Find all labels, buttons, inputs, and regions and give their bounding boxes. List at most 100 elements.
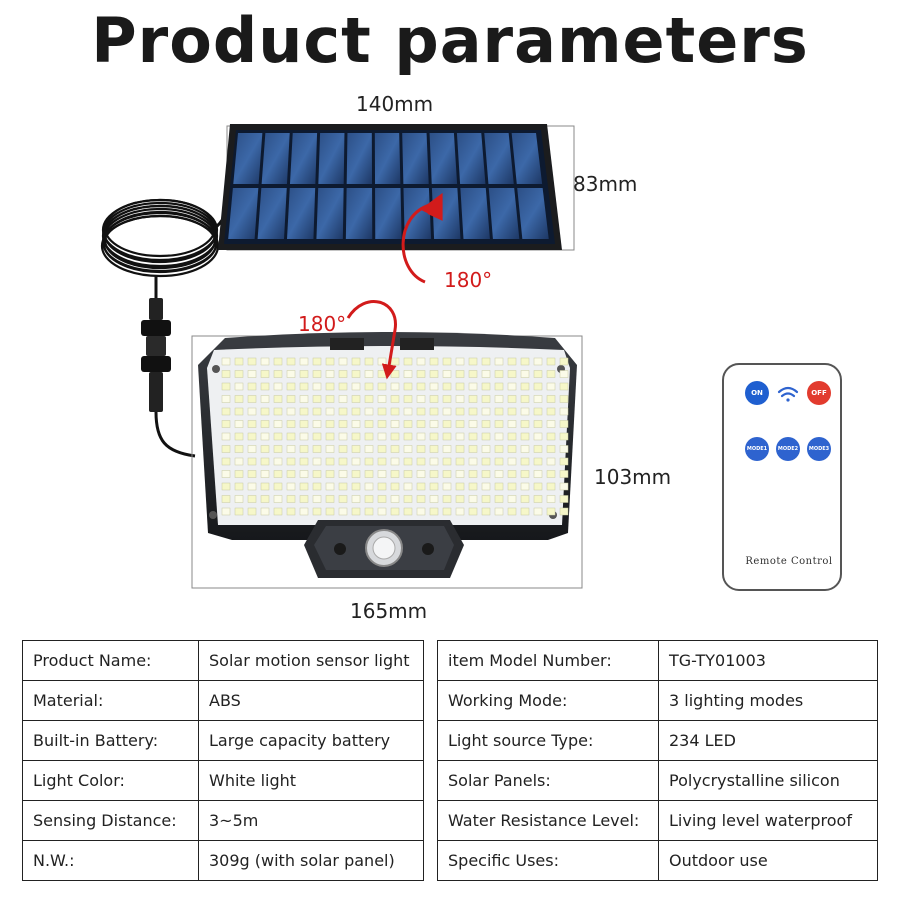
solar-cell [429,133,458,184]
led-chip [234,470,244,478]
led-chip [377,495,387,503]
led-chip [520,482,530,491]
led-chip [377,482,387,491]
led-chip [442,370,452,378]
table-row: Light source Type:234 LED [437,720,878,761]
led-chip [390,407,400,416]
led-chip [559,507,569,516]
spec-value: Living level waterproof [658,800,878,841]
led-chip [429,357,439,366]
led-chip [234,407,244,416]
led-chip [299,457,309,466]
led-chip [533,407,543,416]
led-chip [455,357,465,366]
led-chip [273,482,283,491]
led-chip [286,395,296,403]
led-chip [533,370,543,378]
led-chip [299,445,309,453]
led-chip [507,445,517,453]
led-chip [559,432,569,441]
spec-value: Polycrystalline silicon [658,760,878,801]
led-chip [377,382,387,391]
led-chip [520,507,530,516]
led-chip [546,457,556,466]
led-chip [273,432,283,441]
led-chip [351,482,361,491]
solar-cell [287,188,316,239]
led-chip [247,470,257,478]
led-chip [299,395,309,403]
led-chip [468,457,478,466]
led-chip [507,482,517,491]
led-chip [533,445,543,453]
table-row: Water Resistance Level:Living level wate… [437,800,878,841]
led-chip [507,407,517,416]
spec-value: 234 LED [658,720,878,761]
led-chip [481,495,491,503]
led-chip [299,470,309,478]
led-chip [533,457,543,466]
led-chip [377,357,387,366]
led-chip [403,457,413,466]
led-chip [221,370,231,378]
led-chip [442,457,452,466]
lamp-height-label: 103mm [594,465,672,489]
led-chip [442,470,452,478]
led-chip [390,445,400,453]
led-chip [468,357,478,366]
led-chip [221,507,231,516]
led-chip [351,470,361,478]
led-chip [559,482,569,491]
spec-key: Working Mode: [437,680,659,721]
led-chip [351,457,361,466]
led-chip [507,395,517,403]
led-chip [429,395,439,403]
led-chip [273,382,283,391]
led-chip [559,470,569,478]
solar-cell [456,133,486,184]
led-chip [377,420,387,428]
led-chip [546,445,556,453]
led-chip [455,470,465,478]
led-chip [325,382,335,391]
led-chip [403,357,413,366]
spec-value: TG-TY01003 [658,640,878,681]
led-chip [546,357,556,366]
led-chip [325,507,335,516]
led-chip [403,420,413,428]
solar-cell [402,133,429,184]
led-chip [546,395,556,403]
led-chip [416,457,426,466]
led-chip [403,432,413,441]
led-chip [533,482,543,491]
led-chip [429,370,439,378]
led-chip [429,420,439,428]
led-chip [286,370,296,378]
led-chip [507,382,517,391]
led-chip [299,370,309,378]
led-chip [338,495,348,503]
panel-rotation-label: 180° [444,268,493,292]
led-chip [273,495,283,503]
led-chip [286,457,296,466]
led-chip [546,470,556,478]
led-chip [403,470,413,478]
led-chip [533,470,543,478]
led-chip [351,357,361,366]
led-chip [481,507,491,516]
led-chip [507,507,517,516]
led-chip [221,445,231,453]
led-chip [455,407,465,416]
led-chip [338,432,348,441]
led-chip [351,445,361,453]
led-chip [481,357,491,366]
remote-mode1-label: MODE1 [746,446,768,452]
led-chip [247,420,257,428]
led-chip [221,382,231,391]
led-chip [364,395,374,403]
led-chip [273,370,283,378]
led-chip [247,382,257,391]
led-chip [390,432,400,441]
led-chip [520,432,530,441]
product-illustration [100,124,842,591]
